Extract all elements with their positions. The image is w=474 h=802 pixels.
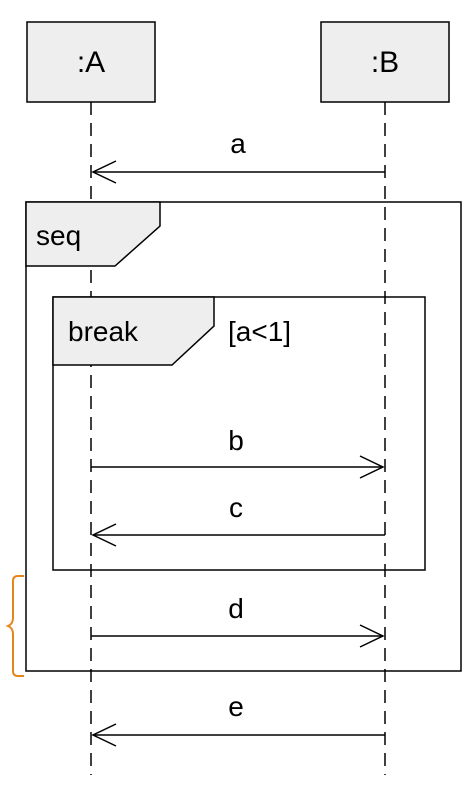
break-operator-tab [52, 296, 215, 366]
highlight-bracket [5, 575, 24, 677]
participant-b-label: :B [371, 46, 399, 79]
message-d-arrowhead [359, 624, 385, 648]
message-c-arrowhead [91, 523, 117, 547]
break-fragment: break [a<1] [52, 296, 426, 571]
participant-b-box [320, 21, 450, 103]
message-b-label: b [228, 425, 244, 456]
participant-a-box [26, 21, 156, 103]
message-a-arrowhead [91, 160, 117, 184]
message-d: d [91, 593, 385, 648]
break-guard-condition: [a<1] [228, 316, 291, 347]
seq-fragment: seq [25, 201, 462, 672]
participant-a-label: :A [77, 46, 105, 79]
message-d-label: d [228, 593, 244, 624]
message-b: b [91, 425, 385, 479]
break-operator-label: break [68, 316, 139, 347]
message-c: c [91, 492, 385, 547]
message-b-arrowhead [359, 455, 385, 479]
participant-a: :A [26, 21, 156, 103]
break-fragment-frame [52, 296, 426, 571]
seq-operator-label: seq [36, 220, 81, 251]
message-e-arrowhead [91, 723, 117, 747]
message-e: e [91, 691, 385, 747]
message-e-label: e [228, 691, 244, 722]
message-c-label: c [229, 492, 243, 523]
message-a: a [91, 128, 385, 184]
message-a-label: a [230, 128, 246, 159]
participant-b: :B [320, 21, 450, 103]
seq-operator-tab [25, 201, 161, 267]
seq-fragment-frame [25, 201, 462, 672]
